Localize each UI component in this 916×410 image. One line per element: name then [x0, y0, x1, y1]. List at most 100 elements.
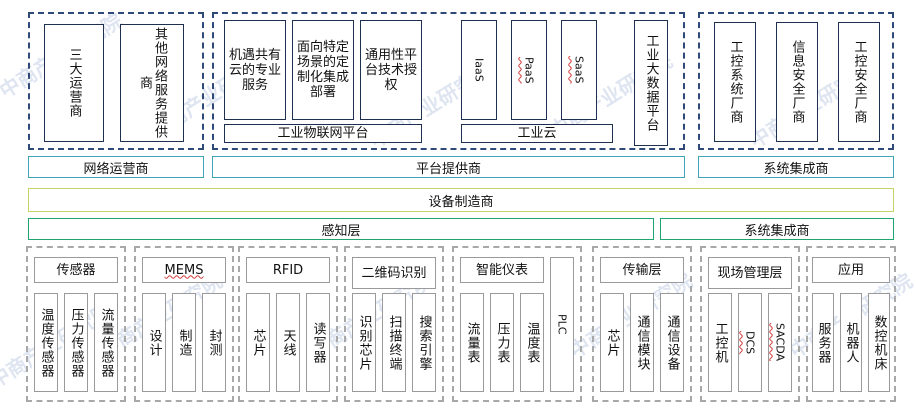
public-cloud-service-box: 机遇共有云的专业服务 [224, 20, 286, 120]
equipment-manufacturer-bar: 设备制造商 [28, 188, 894, 212]
meter-title: 智能仪表 [460, 257, 544, 283]
mems-title: MEMS [142, 257, 226, 283]
qr-item: 扫描终端 [382, 293, 406, 392]
app-item: 机器人 [840, 293, 862, 392]
item-label: 搜索引擎 [416, 314, 432, 371]
plc-box: PLC [550, 257, 574, 392]
rfid-item: 天线 [276, 293, 300, 392]
meter-item: 流量表 [460, 293, 484, 392]
bar-label: 设备制造商 [428, 194, 494, 210]
item-label: 机遇共有云的专业服务 [228, 47, 281, 93]
infosec-vendor-box: 信息安全厂商 [776, 22, 818, 142]
field-title: 现场管理层 [708, 257, 792, 289]
item-label: 工控安全厂商 [851, 40, 867, 124]
paas-box: PaaS [511, 20, 547, 120]
qr-item: 搜索引擎 [412, 293, 436, 392]
item-label: 信息安全厂商 [789, 40, 805, 124]
transport-title: 传输层 [600, 257, 684, 283]
item-label: PaaS [522, 56, 536, 84]
item-label: 流量传感器 [98, 307, 114, 378]
item-label: SACDA [773, 323, 787, 362]
rfid-group [238, 246, 338, 402]
transport-group [592, 246, 692, 402]
title-label: 现场管理层 [717, 265, 783, 281]
iot-platform-label: 工业物联网平台 [277, 126, 369, 141]
title-label: 应用 [837, 262, 864, 278]
bar-label: 网络运营商 [83, 161, 149, 177]
app-title: 应用 [812, 257, 890, 283]
item-label: 设计 [146, 328, 162, 357]
item-label: 其他网络服务提供商 [137, 27, 167, 139]
meter-group [452, 246, 582, 402]
mems-item: 封测 [202, 293, 226, 392]
sensor-item: 温度传感器 [34, 293, 58, 392]
sensor-item: 流量传感器 [94, 293, 118, 392]
item-label: 芯片 [250, 328, 266, 357]
app-group [806, 246, 896, 402]
item-label: IaaS [472, 58, 486, 82]
item-label: 读写器 [310, 321, 326, 364]
system-integrator-top-bar: 系统集成商 [698, 156, 894, 178]
platform-provider-bar: 平台提供商 [212, 156, 685, 178]
saas-box: SaaS [561, 20, 597, 120]
ics-vendor-box: 工控系统厂商 [714, 22, 756, 142]
item-label: 制造 [176, 328, 192, 357]
network-operator-bar: 网络运营商 [28, 156, 204, 178]
iot-platform-bar: 工业物联网平台 [224, 124, 422, 143]
qr-title: 二维码识别 [352, 257, 436, 289]
system-integrator-bar: 系统集成商 [660, 218, 894, 240]
sensor-item: 压力传感器 [64, 293, 88, 392]
item-label: DCS [743, 330, 757, 355]
industrial-cloud-label: 工业云 [517, 126, 557, 141]
title-label: 二维码识别 [361, 265, 427, 281]
item-label: 数控机床 [871, 314, 887, 371]
transport-item: 通信模块 [630, 293, 654, 392]
title-label: 传输层 [622, 262, 662, 278]
item-label: 识别芯片 [356, 314, 372, 371]
item-label: SaaS [572, 56, 586, 84]
mems-item: 设计 [142, 293, 166, 392]
item-label: 工业大数据平台 [643, 34, 659, 132]
other-network-provider-box: 其他网络服务提供商 [120, 24, 184, 142]
rfid-title: RFID [246, 257, 330, 283]
bar-label: 感知层 [321, 223, 361, 239]
system-integrator-group [698, 12, 894, 150]
field-item: 工控机 [708, 293, 732, 392]
item-label: PLC [555, 314, 569, 335]
item-label: 面向特定场景的定制化集成部署 [296, 40, 349, 100]
ics-security-vendor-box: 工控安全厂商 [838, 22, 880, 142]
item-label: 扫描终端 [386, 314, 402, 371]
field-item: DCS [738, 293, 762, 392]
item-label: 工控机 [712, 321, 728, 364]
meter-item: 压力表 [490, 293, 514, 392]
transport-item: 芯片 [600, 293, 624, 392]
qr-group [344, 246, 444, 402]
qr-item: 识别芯片 [352, 293, 376, 392]
item-label: 天线 [280, 328, 296, 357]
title-label: RFID [272, 262, 304, 278]
network-operator-group [28, 12, 204, 150]
item-label: 服务器 [815, 321, 831, 364]
mems-group [134, 246, 234, 402]
app-item: 服务器 [812, 293, 834, 392]
item-label: 压力表 [494, 321, 510, 364]
bar-label: 系统集成商 [744, 223, 810, 239]
perception-layer-bar: 感知层 [28, 218, 654, 240]
item-label: 机器人 [843, 321, 859, 364]
field-item: SACDA [768, 293, 792, 392]
custom-integration-box: 面向特定场景的定制化集成部署 [292, 20, 354, 120]
rfid-item: 读写器 [306, 293, 330, 392]
title-label: 传感器 [56, 262, 96, 278]
item-label: 温度传感器 [38, 307, 54, 378]
item-label: 三大运营商 [66, 48, 82, 118]
rfid-item: 芯片 [246, 293, 270, 392]
item-label: 通信设备 [664, 314, 680, 371]
industrial-cloud-bar: 工业云 [461, 124, 613, 143]
mems-item: 制造 [172, 293, 196, 392]
item-label: 通用性平台技术授权 [364, 47, 417, 93]
platform-license-box: 通用性平台技术授权 [360, 20, 422, 120]
app-item: 数控机床 [868, 293, 890, 392]
item-label: 封测 [206, 328, 222, 357]
sensor-group [26, 246, 126, 402]
item-label: 流量表 [464, 321, 480, 364]
